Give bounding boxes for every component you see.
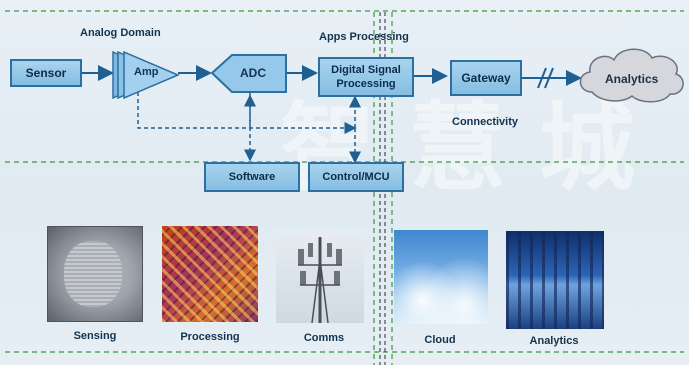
apps-processing-label: Apps Processing <box>319 31 409 43</box>
software-block: Software <box>204 162 300 192</box>
sensor-block: Sensor <box>10 59 82 87</box>
cloud-sky-image <box>394 230 488 324</box>
wireless-break-1 <box>537 67 547 89</box>
control-mcu-block: Control/MCU <box>308 162 404 192</box>
caption-analytics: Analytics <box>529 335 579 347</box>
caption-comms: Comms <box>303 332 345 344</box>
analytics-cloud-shape <box>579 48 684 103</box>
adc-shape <box>210 54 287 93</box>
sensing-chip-image <box>47 226 143 322</box>
analytics-label: Analytics <box>605 72 659 86</box>
comms-tower-image <box>276 229 364 324</box>
connectivity-label: Connectivity <box>452 116 519 128</box>
chip-die <box>64 241 122 307</box>
analog-domain-label: Analog Domain <box>80 27 161 39</box>
amp-symbol <box>112 50 180 100</box>
analytics-datacenter-image <box>506 231 604 329</box>
adc-label: ADC <box>240 66 266 80</box>
caption-processing: Processing <box>180 331 240 343</box>
tower-drawing <box>298 237 342 324</box>
caption-sensing: Sensing <box>73 330 117 342</box>
dsp-block: Digital Signal Processing <box>318 57 414 97</box>
wireless-break-2 <box>544 67 554 89</box>
amp-label: Amp <box>134 66 159 78</box>
processing-wafer-image <box>162 226 258 322</box>
caption-cloud: Cloud <box>424 334 456 346</box>
gateway-block: Gateway <box>450 60 522 96</box>
control-path-amp <box>137 92 357 134</box>
